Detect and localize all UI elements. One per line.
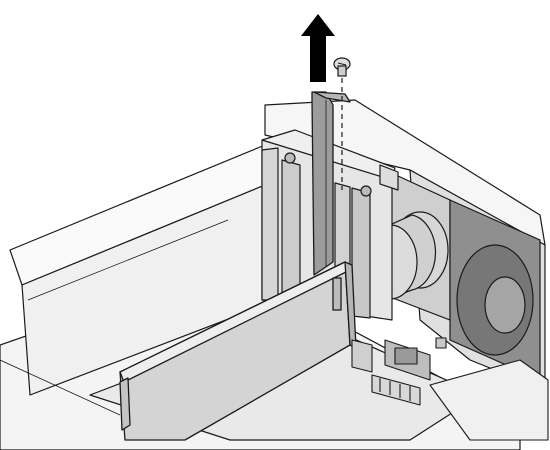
small-screw-post (435, 337, 447, 349)
up-arrow-icon (301, 14, 335, 82)
motherboard-tray-right (429, 359, 549, 441)
motherboard-components (351, 337, 549, 441)
fan-hub (484, 276, 526, 334)
fan-assembly (362, 169, 541, 381)
chassis-floor-edge (0, 359, 121, 416)
arrow-shape (301, 14, 335, 82)
screw-slot (337, 62, 347, 66)
rail-screw-right (360, 185, 372, 197)
slot-cover-4 (351, 187, 371, 319)
rail-hook (379, 164, 399, 191)
card-bracket-tab (313, 91, 351, 103)
rail-screw-left (284, 152, 296, 164)
pin-connector (371, 374, 421, 406)
screw-icon (333, 57, 351, 77)
chip-detail (394, 347, 418, 365)
card-bracket-face (311, 91, 334, 276)
chassis-left-wall-edge (27, 219, 229, 301)
front-card-connector (332, 277, 342, 311)
header-block (351, 339, 373, 373)
expansion-card-bracket (311, 91, 351, 276)
front-circuit-card (119, 261, 357, 441)
slot-cover-1 (261, 147, 279, 301)
slot-cover-2 (281, 159, 301, 306)
front-card-edge-contacts (119, 377, 131, 431)
screw-shank (337, 65, 347, 77)
